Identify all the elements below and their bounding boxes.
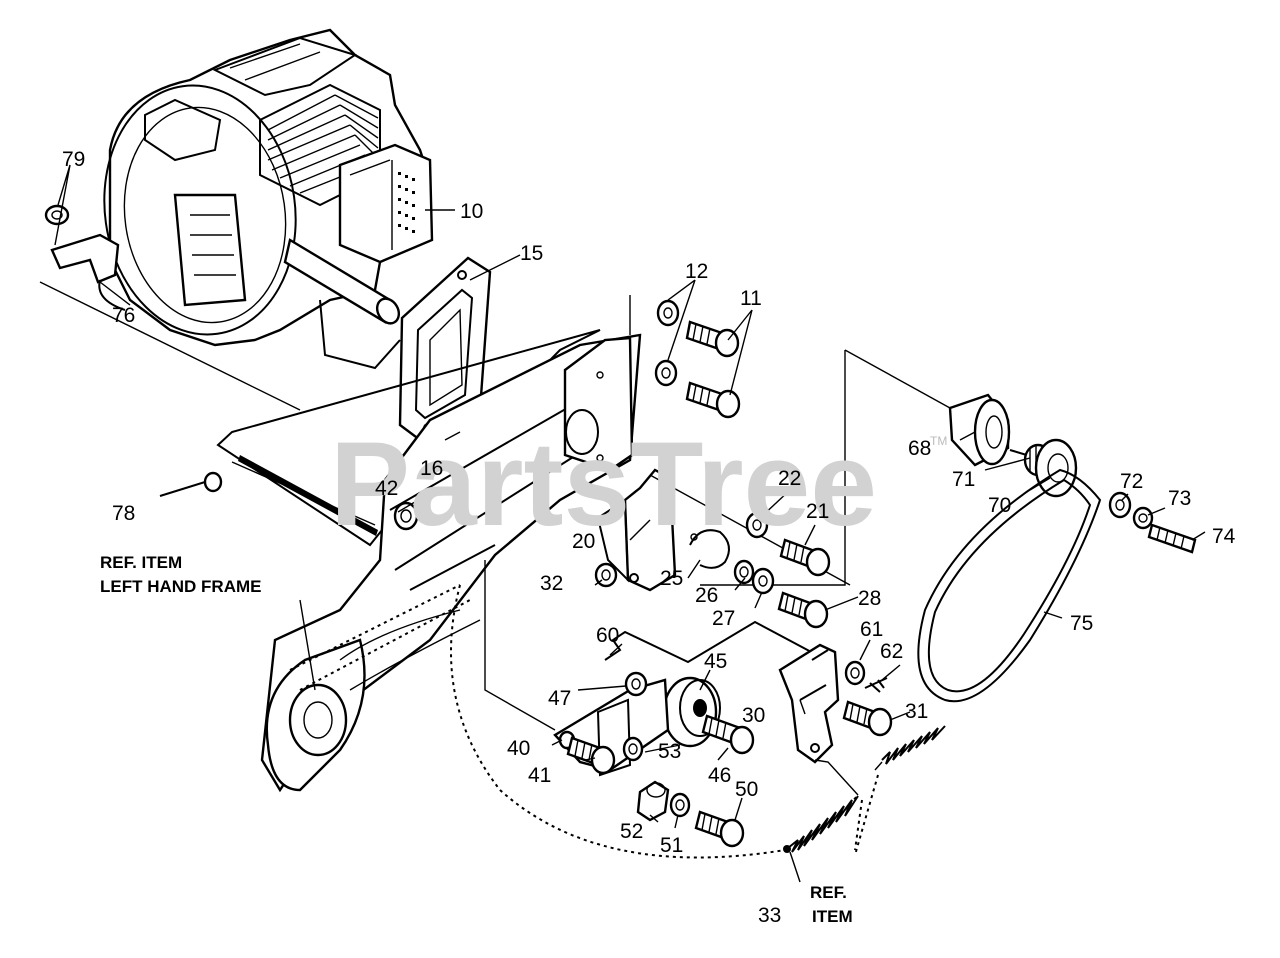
reference-lines xyxy=(629,295,846,586)
callout-62: 62 xyxy=(880,640,903,663)
callout-76: 76 xyxy=(112,304,135,327)
callout-61: 61 xyxy=(860,618,883,641)
part-76-clamp[interactable] xyxy=(50,233,126,311)
callout-labels: 79 10 15 12 11 76 16 42 78 68 71 70 72 7… xyxy=(62,148,1236,927)
leader-line-68 xyxy=(844,349,951,409)
callout-50: 50 xyxy=(735,778,758,801)
callout-68: 68 xyxy=(908,437,931,460)
part-72-nut[interactable] xyxy=(1108,491,1132,519)
watermark: PartsTree xyxy=(330,417,877,551)
callout-32: 32 xyxy=(540,572,563,595)
part-30-bracket[interactable] xyxy=(778,643,840,764)
callout-leaders xyxy=(54,164,1206,883)
part-79-nut[interactable] xyxy=(44,204,70,226)
callout-78: 78 xyxy=(112,502,135,525)
ref-item-left-frame-line2: LEFT HAND FRAME xyxy=(100,577,261,596)
part-68-pulley-hub[interactable] xyxy=(948,393,1011,467)
part-78-screw[interactable] xyxy=(159,471,223,497)
ref-item-line2: ITEM xyxy=(812,907,853,926)
ref-leader xyxy=(844,774,879,856)
part-12-washer-upper[interactable] xyxy=(656,299,680,327)
part-12-washer-lower[interactable] xyxy=(654,359,678,387)
part-62-pin[interactable] xyxy=(864,677,888,693)
part-33-spring[interactable] xyxy=(783,795,859,853)
part-52-spacer[interactable] xyxy=(636,780,670,822)
callout-75: 75 xyxy=(1070,612,1093,635)
part-60-rod[interactable] xyxy=(604,620,831,664)
part-53-nut[interactable] xyxy=(622,736,644,762)
callout-26: 26 xyxy=(695,584,718,607)
callout-70: 70 xyxy=(988,494,1011,517)
callout-72: 72 xyxy=(1120,470,1143,493)
part-26-washer[interactable] xyxy=(733,559,755,585)
callout-47: 47 xyxy=(548,687,571,710)
ref-item-line1: REF. xyxy=(810,883,847,902)
part-27-washer[interactable] xyxy=(751,567,775,595)
callout-51: 51 xyxy=(660,834,683,857)
part-31-bolt[interactable] xyxy=(842,700,893,737)
ref-item-left-frame-line1: REF. ITEM xyxy=(100,553,182,572)
callout-79: 79 xyxy=(62,148,85,171)
callout-74: 74 xyxy=(1212,525,1236,548)
callout-28: 28 xyxy=(858,587,881,610)
part-41-bolt[interactable] xyxy=(558,730,616,775)
part-61-washer[interactable] xyxy=(844,660,866,686)
callout-27: 27 xyxy=(712,607,735,630)
part-20-bracket[interactable] xyxy=(596,468,677,592)
callout-22: 22 xyxy=(778,467,801,490)
callout-60: 60 xyxy=(596,624,619,647)
part-42-nut[interactable] xyxy=(393,501,419,531)
part-50-bolt[interactable] xyxy=(694,810,745,848)
callout-46: 46 xyxy=(708,764,731,787)
watermark-trademark: TM xyxy=(930,434,947,448)
cable-dotted xyxy=(450,584,786,859)
part-70-pulley[interactable] xyxy=(1034,438,1078,498)
callout-11: 11 xyxy=(740,287,762,310)
callout-42: 42 xyxy=(375,477,398,500)
callout-52: 52 xyxy=(620,820,643,843)
leader-line-frame-left xyxy=(39,281,301,411)
ref-spring xyxy=(814,725,946,796)
part-73-washer[interactable] xyxy=(1132,506,1154,530)
part-22-washer[interactable] xyxy=(745,511,769,539)
callout-53: 53 xyxy=(658,740,681,763)
callout-41: 41 xyxy=(528,764,551,787)
callout-20: 20 xyxy=(572,530,595,553)
callout-12: 12 xyxy=(685,260,708,283)
callout-33: 33 xyxy=(758,904,781,927)
callout-15: 15 xyxy=(520,242,543,265)
part-74-bolt[interactable] xyxy=(1147,523,1197,554)
part-28-bolt[interactable] xyxy=(777,591,829,629)
part-11-bolt-upper[interactable] xyxy=(685,320,740,358)
callout-73: 73 xyxy=(1168,487,1191,510)
callout-45: 45 xyxy=(704,650,727,673)
callout-25: 25 xyxy=(660,567,683,590)
callout-21: 21 xyxy=(806,500,829,523)
part-25-spring-clip[interactable] xyxy=(689,529,730,569)
callout-71: 71 xyxy=(952,468,975,491)
main-frame xyxy=(216,329,642,793)
part-51-washer[interactable] xyxy=(669,792,691,818)
engine[interactable] xyxy=(89,28,434,370)
callout-30: 30 xyxy=(742,704,765,727)
part-11-bolt-lower[interactable] xyxy=(685,381,741,419)
callout-40: 40 xyxy=(507,737,530,760)
part-47-nut[interactable] xyxy=(624,671,648,697)
callout-31: 31 xyxy=(905,700,928,723)
callout-16: 16 xyxy=(420,457,443,480)
part-46-bolt[interactable] xyxy=(701,714,755,755)
part-21-bolt[interactable] xyxy=(779,538,831,577)
part-75-belt[interactable] xyxy=(917,468,1102,703)
callout-10: 10 xyxy=(460,200,483,223)
